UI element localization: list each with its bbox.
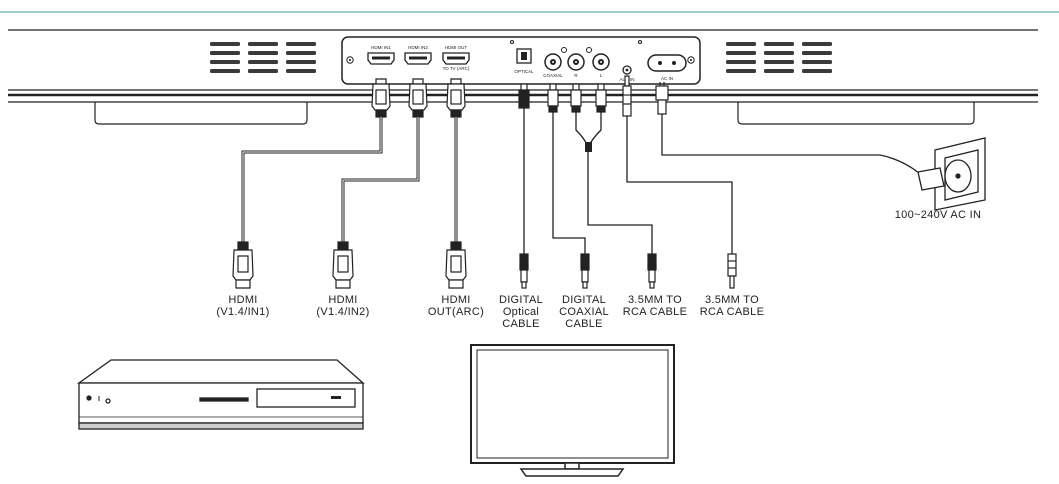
dvd-player: [76, 359, 365, 430]
coaxial-port-label: COAXIAL: [543, 73, 563, 78]
hdmi-plug-bottom-out: [445, 241, 467, 289]
ac-in-port: AC IN: [647, 54, 687, 81]
hdmi-in2-port-label: HDMI IN2: [408, 45, 428, 50]
coaxial-port: COAXIAL: [543, 53, 563, 78]
audio-plugs-top: [518, 75, 669, 117]
cable-label-line: (V1.4/IN1): [216, 306, 270, 318]
hdmi-port-in2: HDMI IN2: [404, 45, 432, 65]
cable-label-hdmi-in1: HDMI (V1.4/IN1): [213, 294, 273, 318]
wall-outlet: [917, 137, 986, 211]
ac-in-port-label: AC IN: [661, 76, 673, 81]
cable-label-line: DIGITAL: [561, 294, 607, 306]
left-vent-grill: [210, 42, 316, 73]
cable-label-optical: DIGITAL Optical CABLE: [494, 294, 548, 330]
hdmi-plug-bottom-in1: [232, 241, 254, 289]
hdmi-plug-top-in2: [408, 78, 428, 118]
l-port: L: [592, 53, 610, 78]
cable-label-line: OUT(ARC): [427, 306, 485, 318]
cable-label-line: CABLE: [565, 318, 603, 330]
cable-label-line: HDMI: [328, 294, 358, 306]
optical-port-label: OPTICAL: [514, 69, 534, 74]
cable-label-line: 3.5MM TO: [705, 294, 759, 306]
cable-label-line: (V1.4/IN2): [316, 306, 370, 318]
r-port-label: R: [574, 73, 578, 78]
audio-cables: [523, 108, 926, 254]
television: [470, 344, 675, 477]
hdmi-plug-top-out: [446, 78, 466, 118]
hdmi-plug-bottom-in2: [332, 241, 354, 289]
y-splitter: [585, 142, 592, 152]
cable-label-line: 3.5MM TO: [628, 294, 682, 306]
screw-icon: [586, 47, 592, 53]
hdmi-out-sub-label: TO TV (ARC): [443, 66, 470, 71]
hdmi-out-port-label: HDMI OUT: [445, 45, 467, 50]
l-port-label: L: [600, 73, 603, 78]
cable-label-line: Optical: [502, 306, 540, 318]
cable-label-line: DIGITAL: [498, 294, 544, 306]
optical-port: OPTICAL: [514, 48, 534, 74]
audio-plugs-bottom: [519, 253, 737, 289]
cable-label-line: RCA CABLE: [699, 306, 765, 318]
cable-label-line: CABLE: [502, 318, 540, 330]
hdmi-port-out: HDMI OUT TO TV (ARC): [442, 45, 470, 71]
right-vent-grill: [726, 42, 832, 73]
screw-icon: [561, 47, 567, 53]
cable-label-line: HDMI: [441, 294, 471, 306]
cable-label-coaxial: DIGITAL COAXIAL CABLE: [556, 294, 612, 330]
cable-label-rca-1: 3.5MM TO RCA CABLE: [620, 294, 690, 318]
hdmi-port-in1: HDMI IN1: [367, 45, 395, 65]
cable-label-rca-2: 3.5MM TO RCA CABLE: [697, 294, 767, 318]
hdmi-plug-top-in1: [371, 78, 391, 118]
r-port: R: [567, 53, 585, 78]
cable-label-line: RCA CABLE: [622, 306, 688, 318]
cable-label-hdmi-out: HDMI OUT(ARC): [426, 294, 486, 318]
power-input-label: 100~240V AC IN: [894, 209, 982, 221]
cable-label-hdmi-in2: HDMI (V1.4/IN2): [313, 294, 373, 318]
cable-label-line: COAXIAL: [559, 306, 609, 318]
cable-label-line: HDMI: [228, 294, 258, 306]
hdmi-in1-port-label: HDMI IN1: [371, 45, 391, 50]
hdmi-cables-inner: [242, 117, 457, 242]
